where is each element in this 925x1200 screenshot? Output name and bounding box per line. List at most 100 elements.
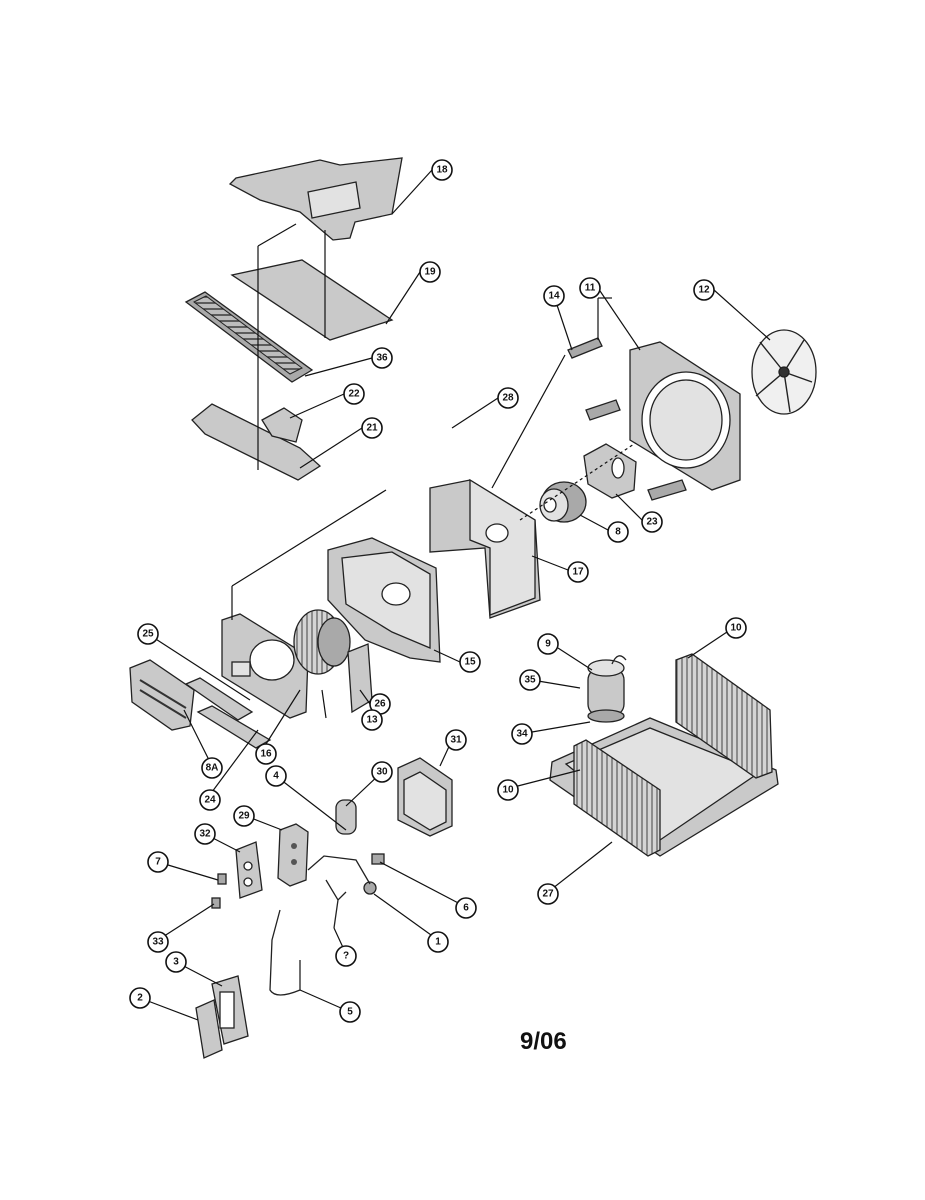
callout-16: 15	[459, 651, 481, 673]
callout-19: 18	[431, 159, 453, 181]
svg-text:19: 19	[424, 267, 436, 278]
blower-wheel-part-14	[293, 609, 351, 675]
callout-11: 10	[725, 617, 747, 639]
svg-text:16: 16	[260, 749, 272, 760]
svg-text:26: 26	[374, 699, 386, 710]
callout-28-top: 28	[497, 387, 519, 409]
knob-part-7	[217, 873, 227, 885]
callout-8A: 8A	[201, 757, 223, 779]
svg-text:5: 5	[347, 1007, 353, 1018]
callout-14: 13	[361, 709, 383, 731]
svg-text:24: 24	[204, 795, 216, 806]
callout-22: 22	[343, 383, 365, 405]
callout-3: 3	[165, 951, 187, 973]
evaporator-panel-part-17	[221, 613, 309, 719]
svg-text:11: 11	[585, 283, 596, 294]
control-box-part-31	[397, 757, 453, 837]
wiring-part-unknown	[307, 855, 371, 929]
callout-10: 10	[497, 779, 519, 801]
bulkhead-part-18	[429, 478, 541, 619]
capacitor-part-30	[335, 799, 357, 835]
thermostat-part-1	[363, 881, 377, 895]
callout-29: 29	[233, 805, 255, 827]
base-panel-part-20	[230, 259, 394, 341]
filter-part-25	[184, 677, 254, 721]
svg-text:13: 13	[366, 715, 378, 726]
svg-text:3: 3	[173, 957, 179, 968]
callout-32: 32	[194, 823, 216, 845]
svg-text:9: 9	[545, 639, 551, 650]
condenser-coil-part-11	[675, 653, 773, 779]
callout-24: 24	[199, 789, 221, 811]
svg-text:32: 32	[199, 829, 211, 840]
cover-plate-part-2	[195, 999, 223, 1059]
callout-21: 21	[361, 417, 383, 439]
svg-text:6: 6	[463, 903, 469, 914]
heater-element-part-8A	[129, 659, 195, 731]
callout-33: 33	[147, 931, 169, 953]
callout-12: 11	[579, 277, 601, 299]
svg-text:18: 18	[436, 165, 448, 176]
callout-30: 30	[371, 761, 393, 783]
shroud-part-12	[629, 341, 741, 491]
callout-1: 1	[427, 931, 449, 953]
callout-5: 5	[339, 1001, 361, 1023]
callout-15: 14	[543, 285, 565, 307]
callout-35: 35	[519, 669, 541, 691]
callout-unknown: ?	[335, 945, 357, 967]
callout-4: 4	[265, 765, 287, 787]
svg-text:30: 30	[376, 767, 388, 778]
foam-block-part-15	[567, 337, 687, 501]
callout-2: 2	[129, 987, 151, 1009]
svg-text:4: 4	[273, 771, 279, 782]
callout-25: 25	[137, 623, 159, 645]
terminal-part-6	[371, 853, 385, 865]
svg-text:2: 2	[137, 993, 143, 1004]
callout-23: 23	[641, 511, 663, 533]
fan-motor-part-8	[539, 481, 587, 523]
condenser-fan-part-13	[751, 329, 817, 415]
callout-36: 36	[371, 347, 393, 369]
svg-text:1: 1	[435, 937, 441, 948]
callout-18: 17	[567, 561, 589, 583]
svg-text:25: 25	[142, 629, 154, 640]
evaporator-coil-part-10	[573, 739, 661, 857]
revision-date-label: 9/06	[520, 1028, 567, 1055]
svg-text:17: 17	[572, 567, 584, 578]
power-cord-part-5	[269, 909, 301, 996]
knob-part-33	[211, 897, 221, 909]
top-cover-part-19	[228, 157, 403, 241]
bracket-part-3	[211, 975, 249, 1045]
svg-text:31: 31	[450, 735, 462, 746]
svg-text:29: 29	[238, 811, 250, 822]
svg-text:7: 7	[155, 857, 161, 868]
callout-8: 8	[607, 521, 629, 543]
svg-text:21: 21	[366, 423, 378, 434]
svg-text:36: 36	[376, 353, 388, 364]
callout-7: 7	[147, 851, 169, 873]
svg-text:22: 22	[348, 389, 360, 400]
svg-text:34: 34	[516, 729, 528, 740]
callout-6: 6	[455, 897, 477, 919]
tray-part-21	[191, 403, 322, 481]
svg-text:33: 33	[152, 937, 164, 948]
callout-31: 31	[445, 729, 467, 751]
callout-9: 9	[537, 633, 559, 655]
callout-27: 27	[537, 883, 559, 905]
svg-text:23: 23	[646, 517, 658, 528]
callout-17: 16	[255, 743, 277, 765]
motor-bracket-part-23	[583, 443, 637, 499]
callout-34: 34	[511, 723, 533, 745]
svg-text:8: 8	[615, 527, 621, 538]
callout-13: 12	[693, 279, 715, 301]
svg-text:12: 12	[698, 285, 710, 296]
svg-text:10: 10	[730, 623, 742, 634]
compressor-part-9	[587, 655, 627, 723]
switch-plate-part-32	[235, 841, 263, 899]
svg-text:8A: 8A	[206, 763, 219, 774]
svg-text:15: 15	[464, 657, 476, 668]
svg-text:28: 28	[502, 393, 514, 404]
blower-housing-part-16	[327, 537, 441, 663]
svg-text:14: 14	[548, 291, 560, 302]
